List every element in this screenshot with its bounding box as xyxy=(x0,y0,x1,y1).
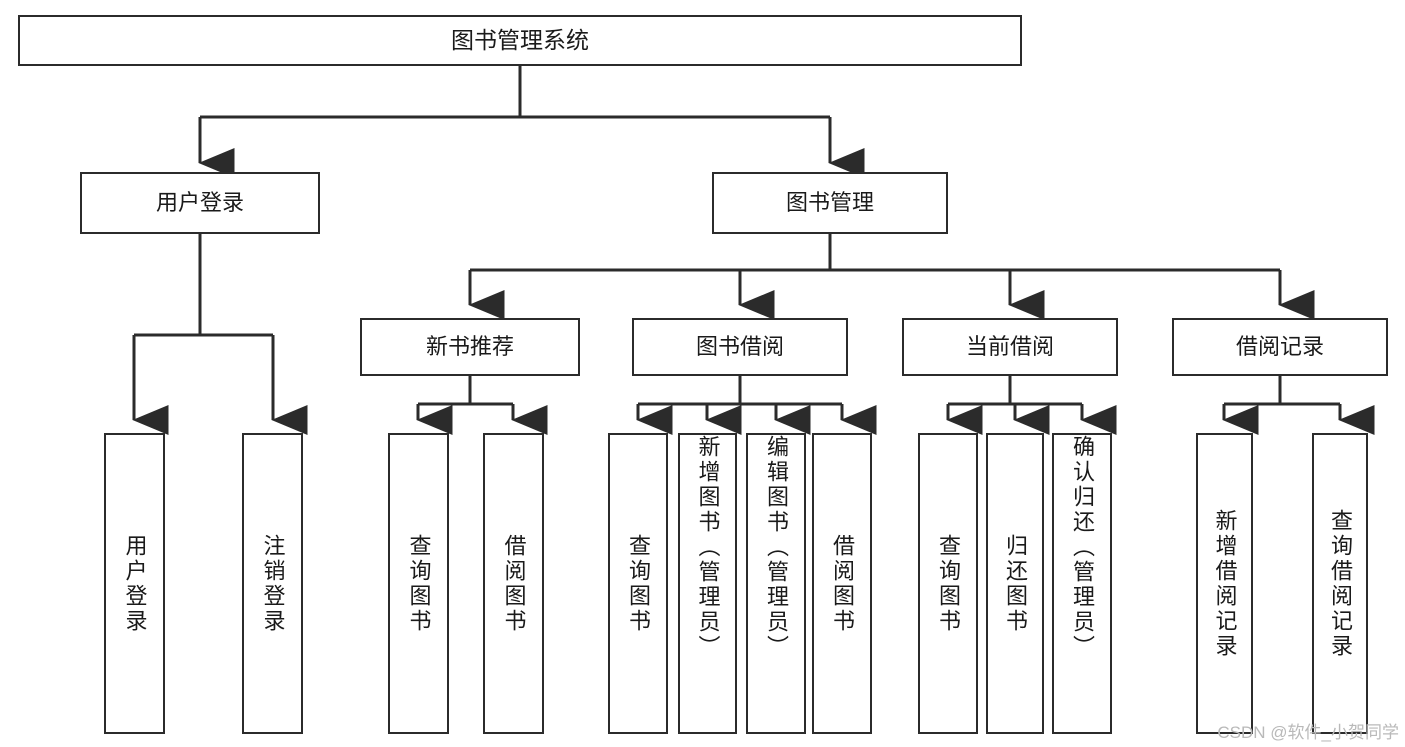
leaf-user-login[interactable]: 用户登录 xyxy=(104,433,165,734)
node-new-book-recommendation[interactable]: 新书推荐 xyxy=(360,318,580,376)
leaf-edit-book-admin[interactable]: 编辑图书（管理员） xyxy=(746,433,806,734)
leaf-borrow-book-recommend[interactable]: 借阅图书 xyxy=(483,433,544,734)
node-label: 新书推荐 xyxy=(425,334,514,360)
node-book-borrow[interactable]: 图书借阅 xyxy=(632,318,848,376)
node-current-borrow[interactable]: 当前借阅 xyxy=(902,318,1118,376)
leaf-query-book-borrow[interactable]: 查询图书 xyxy=(608,433,668,734)
leaf-add-book-admin[interactable]: 新增图书（管理员） xyxy=(678,433,737,734)
leaf-logout-login[interactable]: 注销登录 xyxy=(242,433,303,734)
leaf-return-book[interactable]: 归还图书 xyxy=(986,433,1044,734)
leaf-label: 查询借阅记录 xyxy=(1328,508,1353,659)
node-label: 图书管理系统 xyxy=(451,27,589,54)
leaf-label: 借阅图书 xyxy=(501,533,527,634)
leaf-add-borrow-record[interactable]: 新增借阅记录 xyxy=(1196,433,1253,734)
node-borrow-records[interactable]: 借阅记录 xyxy=(1172,318,1388,376)
leaf-confirm-return-admin[interactable]: 确认归还（管理员） xyxy=(1052,433,1112,734)
leaf-label: 查询图书 xyxy=(406,533,432,634)
leaf-label: 编辑图书（管理员） xyxy=(764,435,789,660)
node-book-management[interactable]: 图书管理 xyxy=(712,172,948,234)
leaf-label: 查询图书 xyxy=(626,533,651,634)
leaf-label: 查询图书 xyxy=(936,533,961,634)
leaf-label: 新增图书（管理员） xyxy=(695,435,721,660)
node-label: 当前借阅 xyxy=(965,334,1054,360)
node-label: 图书借阅 xyxy=(695,334,784,360)
leaf-label: 借阅图书 xyxy=(830,533,855,634)
node-label: 图书管理 xyxy=(785,190,874,216)
leaf-label: 确认归还（管理员） xyxy=(1070,435,1095,660)
node-root-book-management-system[interactable]: 图书管理系统 xyxy=(18,15,1022,66)
leaf-label: 新增借阅记录 xyxy=(1212,508,1238,659)
leaf-label: 用户登录 xyxy=(122,533,148,634)
leaf-query-borrow-record[interactable]: 查询借阅记录 xyxy=(1312,433,1368,734)
node-user-login[interactable]: 用户登录 xyxy=(80,172,320,234)
node-label: 借阅记录 xyxy=(1235,334,1324,360)
edges xyxy=(132,66,1375,435)
leaf-borrow-book[interactable]: 借阅图书 xyxy=(812,433,872,734)
leaf-label: 注销登录 xyxy=(260,533,286,634)
leaf-query-book-recommend[interactable]: 查询图书 xyxy=(388,433,449,734)
leaf-label: 归还图书 xyxy=(1003,533,1028,634)
node-label: 用户登录 xyxy=(155,190,244,216)
leaf-query-book-current[interactable]: 查询图书 xyxy=(918,433,978,734)
